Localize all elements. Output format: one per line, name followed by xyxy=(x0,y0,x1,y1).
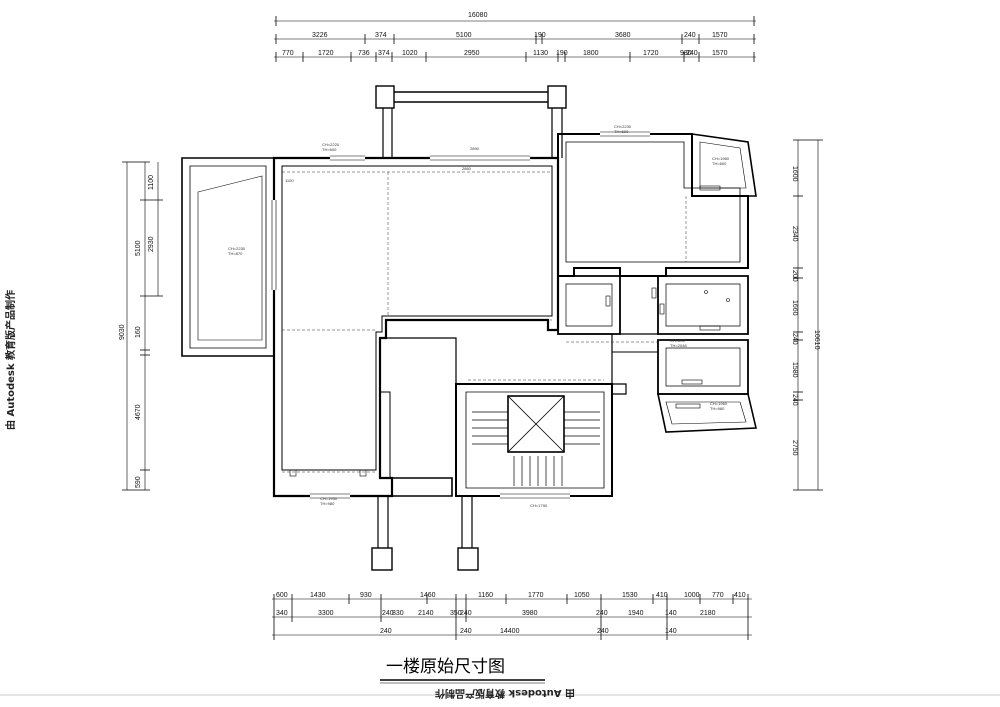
room-label: CH=850 xyxy=(670,338,686,343)
bottom-dimension-row1: 1000 xyxy=(684,592,700,599)
watermark-left: 由 Autodesk 教育版产品制作 xyxy=(4,290,17,430)
bottom-dimension-row2: 240 xyxy=(460,610,472,617)
left-inner-dimension: 1100 xyxy=(148,175,155,190)
left-inner-dimension: 5100 xyxy=(135,240,142,256)
bottom-dimension-row1: 600 xyxy=(276,592,288,599)
bottom-dimension-row1: 410 xyxy=(734,592,746,599)
top-dimension-row2: 240 xyxy=(686,50,698,57)
bottom-dimension-row2: 240 xyxy=(382,610,394,617)
top-dimension-row1: 374 xyxy=(375,32,387,39)
room-label: 1100 xyxy=(285,178,294,183)
top-total-dimension: 16080 xyxy=(468,12,488,19)
bottom-dimension-row1: 1530 xyxy=(622,592,638,599)
room-label: CH=1790 xyxy=(530,503,548,508)
left-inner-dimension: 4670 xyxy=(135,404,142,420)
bottom-dimension-row2: 2180 xyxy=(700,610,716,617)
room-label: CH=1960 xyxy=(712,156,730,161)
top-dimension-row2: 736 xyxy=(358,50,370,57)
top-dimension-row1: 3226 xyxy=(312,32,328,39)
room-label: TH=980 xyxy=(320,501,335,506)
bottom-dimension-row2: 140 xyxy=(665,610,677,617)
left-outer-dimension: 9030 xyxy=(119,324,126,340)
bottom-total-dimension: 14400 xyxy=(500,628,520,635)
bottom-dimension-row2: 1940 xyxy=(628,610,644,617)
bottom-dimension-row3: 140 xyxy=(665,628,677,635)
bottom-dimension-row1: 1770 xyxy=(528,592,544,599)
left-inner-dimension: 590 xyxy=(135,476,142,488)
drawing-title: 一楼原始尺寸图 xyxy=(386,657,505,677)
top-dimension-row2: 770 xyxy=(282,50,294,57)
left-inner-dimension: 2930 xyxy=(148,236,155,252)
room-label: TH=980 xyxy=(710,406,725,411)
top-dimension-row1: 190 xyxy=(534,32,546,39)
top-dimension-row2: 1020 xyxy=(402,50,418,57)
top-dimension-row1: 5100 xyxy=(456,32,472,39)
room-label: 2890 xyxy=(470,146,480,151)
room-label: TH=600 xyxy=(712,161,727,166)
room-label: CH=1930 xyxy=(320,496,338,501)
bottom-dimension-row1: 1460 xyxy=(420,592,436,599)
right-inner-dimension: 2340 xyxy=(791,226,798,242)
bottom-dimension-row3: 240 xyxy=(460,628,472,635)
watermark-bottom: 由 Autodesk 教育版产品制作 xyxy=(435,687,575,700)
right-inner-dimension: 2750 xyxy=(791,440,798,456)
right-inner-dimension: 200 xyxy=(791,270,798,282)
bottom-dimension-row1: 1430 xyxy=(310,592,326,599)
top-dimension-row1: 240 xyxy=(684,32,696,39)
right-inner-dimension: 1660 xyxy=(791,300,798,316)
bottom-dimension-row1: 770 xyxy=(712,592,724,599)
bottom-dimension-row2: 3980 xyxy=(522,610,538,617)
bottom-dimension-row1: 1160 xyxy=(478,592,493,599)
top-dimension-row2: 1570 xyxy=(712,50,728,57)
top-dimension-row2: 190 xyxy=(556,50,568,57)
top-dimension-row2: 1800 xyxy=(583,50,599,57)
right-inner-dimension: 1580 xyxy=(791,362,798,378)
top-dimension-row1: 3680 xyxy=(615,32,631,39)
bottom-dimension-row2: 340 xyxy=(276,610,288,617)
top-dimension-row2: 2950 xyxy=(464,50,480,57)
bottom-dimension-row2: 350 xyxy=(450,610,462,617)
right-inner-dimension: 1600 xyxy=(791,166,798,182)
top-dimension-row1: 1570 xyxy=(712,32,728,39)
bottom-dimension-row1: 410 xyxy=(656,592,668,599)
bottom-dimension-row1: 1050 xyxy=(574,592,590,599)
top-dimension-row2: 1720 xyxy=(643,50,659,57)
room-label: TH=870 xyxy=(228,251,243,256)
bottom-dimension-row3: 240 xyxy=(597,628,609,635)
top-dimension-row2: 374 xyxy=(378,50,390,57)
room-label: TH=600 xyxy=(614,129,629,134)
left-inner-dimension: 160 xyxy=(135,326,142,338)
room-label: CH=2220 xyxy=(322,142,340,147)
bottom-dimension-row2: 2140 xyxy=(418,610,434,617)
room-label: 2860 xyxy=(462,166,472,171)
bottom-dimension-row1: 930 xyxy=(360,592,372,599)
right-outer-dimension: 10610 xyxy=(813,330,820,350)
bottom-dimension-row2: 240 xyxy=(596,610,608,617)
bottom-dimension-row2: 830 xyxy=(392,610,404,617)
right-inner-dimension: 240 xyxy=(791,394,798,406)
room-label: CH=2230 xyxy=(614,124,632,129)
room-label: CH=2230 xyxy=(228,246,246,251)
top-dimension-row2: 1130 xyxy=(533,50,548,57)
right-inner-dimension: 240 xyxy=(791,333,798,345)
top-dimension-row2: 980 xyxy=(680,50,692,57)
bottom-dimension-row2: 3300 xyxy=(318,610,334,617)
room-label: CH=1960 xyxy=(710,401,728,406)
top-dimension-row2: 1720 xyxy=(318,50,334,57)
room-label: TH=600 xyxy=(322,147,337,152)
bottom-dimension-row3: 240 xyxy=(380,628,392,635)
room-label: TH=2048 xyxy=(670,343,687,348)
